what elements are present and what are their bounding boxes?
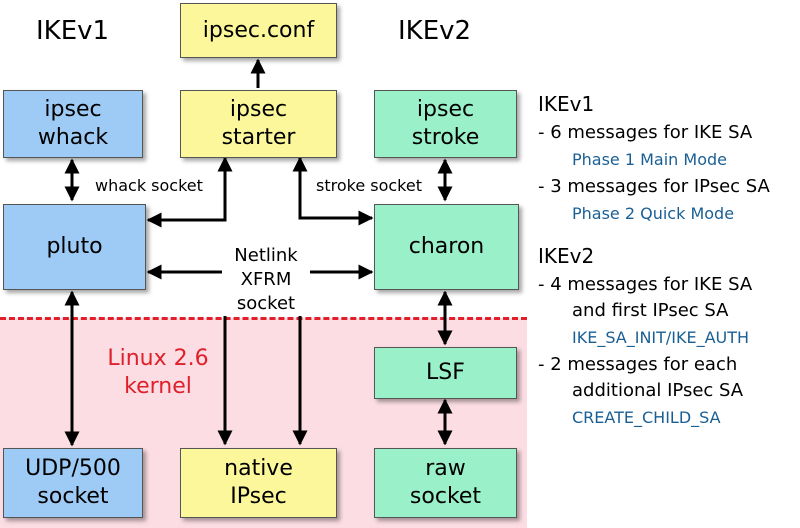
rp-ikev2-title: IKEv2 (538, 244, 595, 268)
box-charon: charon (374, 204, 519, 290)
heading-ikev2: IKEv2 (398, 16, 472, 46)
rp-ikev1-line2: - 3 messages for IPsec SA (538, 176, 770, 197)
rp-ikev1-title: IKEv1 (538, 92, 595, 116)
heading-ikev1: IKEv1 (36, 16, 110, 46)
arrow-charon-native (292, 264, 374, 446)
arrow-starter-charon (292, 156, 374, 226)
box-ipsec-whack: ipsec whack (3, 90, 143, 158)
rp-ikev2-line1b: and first IPsec SA (572, 300, 729, 321)
box-udp500-socket: UDP/500 socket (3, 448, 143, 518)
rp-ikev2-line2b: additional IPsec SA (572, 380, 744, 401)
box-raw-socket: raw socket (374, 448, 517, 518)
box-pluto: pluto (3, 204, 146, 290)
kernel-boundary-line (0, 317, 527, 320)
box-ipsec-starter: ipsec starter (180, 90, 337, 158)
label-stroke-socket: stroke socket (313, 176, 425, 195)
rp-ikev1-line2-sub: Phase 2 Quick Mode (572, 204, 735, 223)
rp-ikev1-line1: - 6 messages for IKE SA (538, 122, 753, 143)
rp-ikev2-line2a: - 2 messages for each (538, 354, 738, 375)
rp-ikev2-line1a: - 4 messages for IKE SA (538, 274, 753, 295)
label-netlink-xfrm-socket: Netlink XFRM socket (222, 244, 310, 316)
arrow-starter-pluto (146, 156, 233, 228)
label-linux-kernel: Linux 2.6 kernel (107, 346, 209, 399)
box-native-ipsec: native IPsec (180, 448, 337, 518)
rp-ikev2-line2-sub: CREATE_CHILD_SA (572, 408, 721, 427)
box-lsf: LSF (374, 347, 517, 399)
box-ipsec-conf: ipsec.conf (180, 3, 337, 58)
rp-ikev2-line1-sub: IKE_SA_INIT/IKE_AUTH (572, 328, 750, 347)
box-ipsec-stroke: ipsec stroke (374, 90, 517, 158)
rp-ikev1-line1-sub: Phase 1 Main Mode (572, 150, 727, 169)
label-whack-socket: whack socket (92, 176, 206, 195)
